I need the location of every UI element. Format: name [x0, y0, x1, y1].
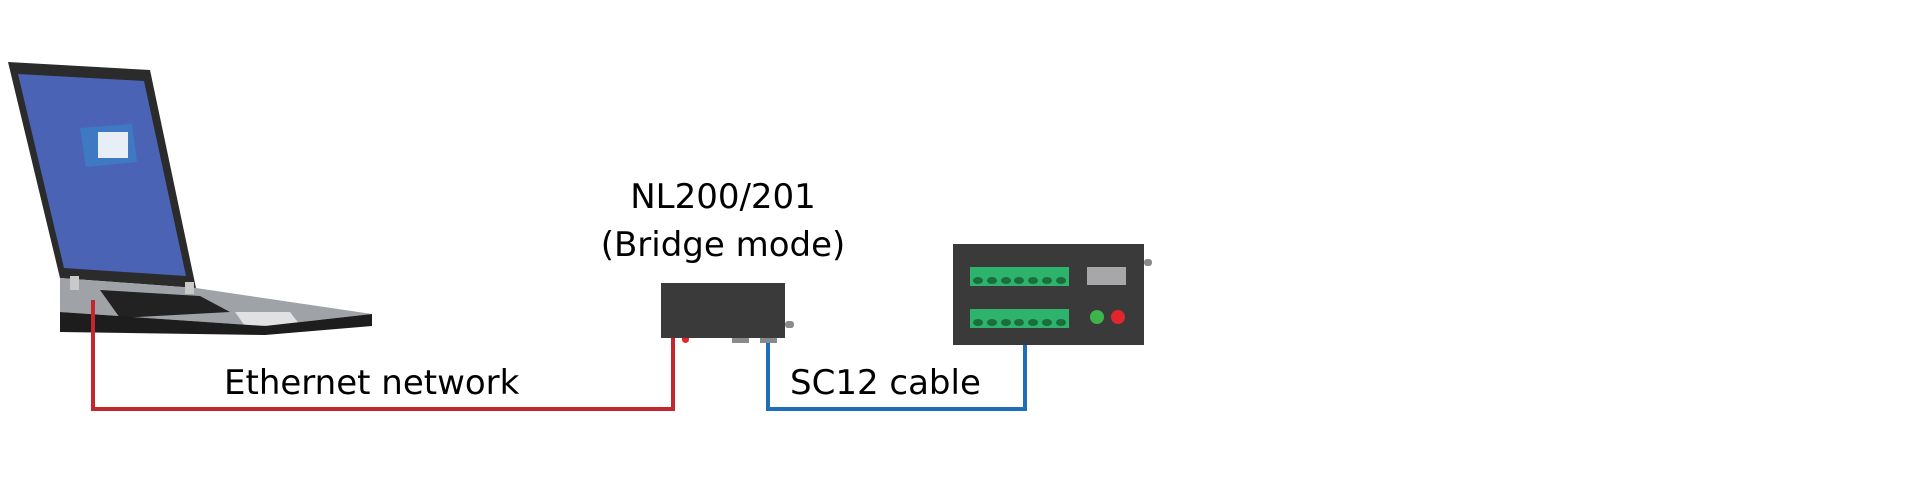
- sc12-wire-right: [1023, 345, 1027, 411]
- bridge-name-label: NL200/201: [630, 177, 816, 217]
- bridge-mode-label: (Bridge mode): [600, 225, 846, 265]
- sc12-wire-left: [766, 343, 770, 411]
- ethernet-network-label: Ethernet network: [224, 363, 520, 403]
- datalogger-antenna-port: [1144, 259, 1152, 266]
- ethernet-wire-right: [671, 336, 675, 411]
- nl200-device-icon: [661, 283, 785, 338]
- bridge-antenna-port: [785, 321, 794, 328]
- terminal-block-top: [970, 267, 1069, 286]
- laptop-icon: [8, 62, 372, 335]
- green-led-icon: [1090, 310, 1104, 324]
- ethernet-wire-left: [91, 300, 95, 411]
- sc12-cable-label: SC12 cable: [790, 363, 981, 403]
- datalogger-port: [1087, 267, 1126, 285]
- ethernet-wire-bottom: [91, 407, 675, 411]
- bridge-ethernet-port: [682, 338, 689, 343]
- terminal-block-bottom: [970, 309, 1069, 328]
- sc12-wire-bottom: [766, 407, 1027, 411]
- datalogger-icon: [953, 244, 1144, 345]
- red-led-icon: [1111, 310, 1125, 324]
- bridge-port: [732, 338, 749, 343]
- bridge-sc12-port: [760, 338, 777, 343]
